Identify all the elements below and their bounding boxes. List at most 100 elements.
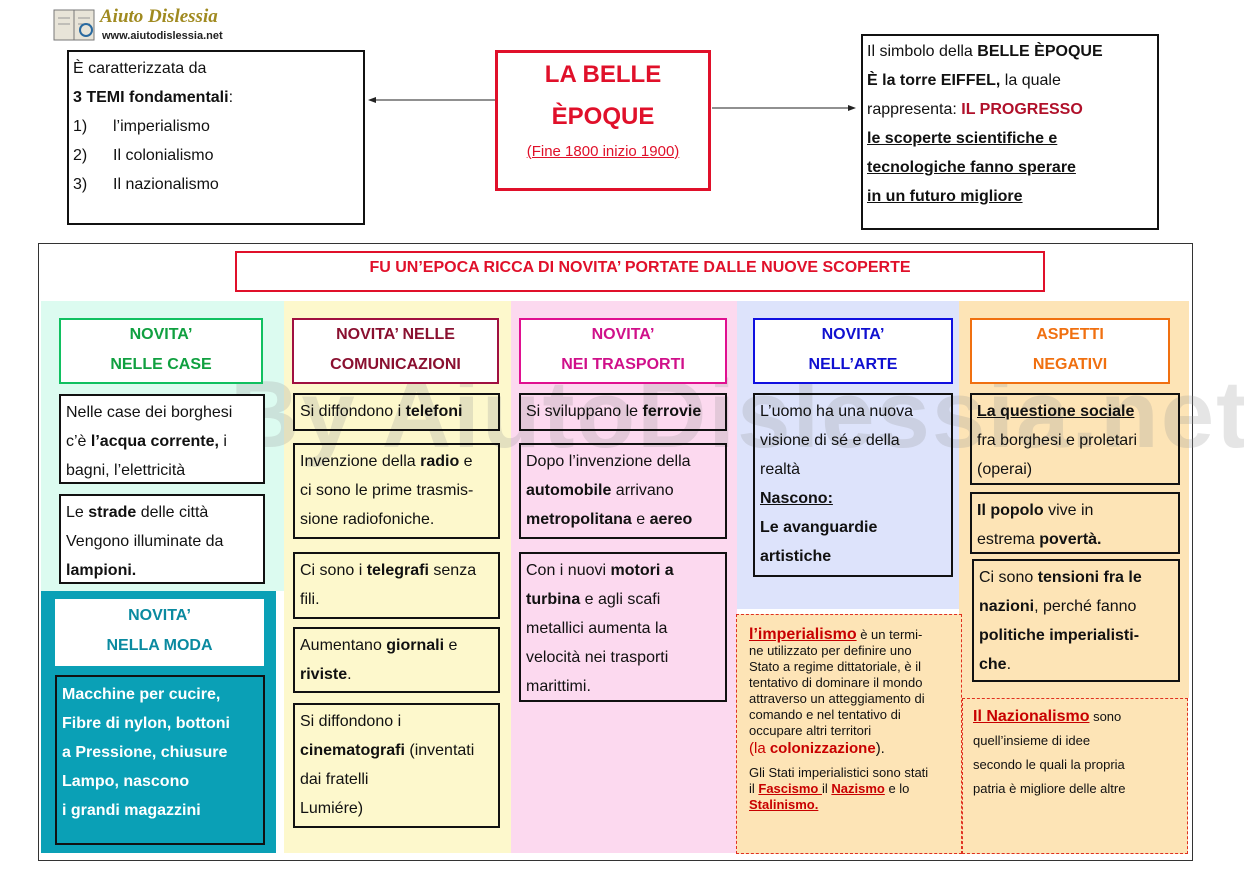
card-moda: Macchine per cucire, Fibre di nylon, bot…: [55, 675, 265, 845]
card-line: visione di sé e della: [760, 432, 900, 449]
card-line: politiche imperialisti-: [979, 627, 1140, 644]
themes-box: È caratterizzata da 3 TEMI fondamentali:…: [67, 50, 365, 225]
card-strade: Le strade delle città Vengono illuminate…: [59, 494, 265, 584]
note-line: Il Nazionalismo sono: [973, 708, 1122, 725]
card-line: turbina e agli scafi: [526, 591, 661, 608]
head-line: NOVITA’ NELLE: [336, 326, 455, 343]
head-line: NEGATIVI: [1032, 356, 1108, 373]
card-line: Il popolo vive in: [977, 502, 1094, 519]
card-line: bagni, l’elettricità: [66, 462, 186, 479]
logo-url: www.aiutodislessia.net: [102, 30, 223, 42]
note-line: Stalinismo.: [749, 797, 819, 812]
card-line: Le avanguardie: [760, 519, 878, 536]
symbol-box: Il simbolo della BELLE ÈPOQUE È la torre…: [861, 34, 1159, 230]
nazionalismo-note: Il Nazionalismo sono quell’insieme di id…: [962, 698, 1188, 854]
note-line: Gli Stati imperialistici sono stati: [749, 765, 929, 780]
main-frame: [38, 243, 1193, 861]
card-line: i grandi magazzini: [62, 802, 201, 819]
card-line: dai fratelli: [300, 771, 369, 788]
card-line: sione radiofoniche.: [300, 511, 435, 528]
theme-item: 3)Il nazionalismo: [73, 176, 219, 193]
banner: FU UN’EPOCA RICCA DI NOVITA’ PORTATE DAL…: [235, 251, 1045, 292]
note-line: (la colonizzazione).: [749, 740, 885, 757]
note-line: secondo le quali la propria: [973, 757, 1125, 772]
card-line: nazioni, perché fanno: [979, 598, 1137, 615]
card-line: che.: [979, 656, 1012, 673]
theme-item: 1)l’imperialismo: [73, 118, 210, 135]
card-line: Vengono illuminate da: [66, 533, 224, 550]
card-questione-sociale: La questione sociale fra borghesi e prol…: [970, 393, 1180, 485]
card-line: c’è l’acqua corrente, i: [66, 433, 227, 450]
card-line: Le strade delle città: [66, 504, 209, 521]
head-line: NOVITA’: [821, 326, 885, 343]
card-line: fili.: [300, 591, 320, 608]
head-line: COMUNICAZIONI: [330, 356, 461, 373]
card-avanguardie: L’uomo ha una nuova visione di sé e dell…: [753, 393, 953, 577]
card-line: realtà: [760, 461, 801, 478]
head-line: NELLA MODA: [106, 637, 213, 654]
card-line: fra borghesi e proletari: [977, 432, 1138, 449]
title-subtitle: (Fine 1800 inizio 1900): [526, 143, 680, 160]
head-comunicazioni: NOVITA’ NELLE COMUNICAZIONI: [292, 318, 499, 384]
card-line: metropolitana e aereo: [526, 511, 693, 528]
head-arte: NOVITA’ NELL’ARTE: [753, 318, 953, 384]
card-line: lampioni.: [66, 562, 137, 579]
head-line: NOVITA’: [129, 326, 193, 343]
card-line: Lampo, nascono: [62, 773, 190, 790]
card-automobile: Dopo l’invenzione della automobile arriv…: [519, 443, 727, 539]
note-line: attraverso un atteggiamento di: [749, 691, 925, 706]
card-cinematografi: Si diffondono i cinematografi (inventati…: [293, 703, 500, 828]
card-line: a Pressione, chiusure: [62, 744, 228, 761]
card-line: ci sono le prime trasmis-: [300, 482, 474, 499]
banner-text: FU UN’EPOCA RICCA DI NOVITA’ PORTATE DAL…: [369, 259, 911, 276]
card-line: estrema povertà.: [977, 531, 1102, 548]
card-radio: Invenzione della radio e ci sono le prim…: [293, 443, 500, 539]
head-line: NOVITA’: [591, 326, 655, 343]
note-line: comando e nel tentativo di: [749, 707, 901, 722]
card-line: cinematografi (inventati: [300, 742, 475, 759]
card-line: velocità nei trasporti: [526, 649, 669, 666]
symbol-line: rappresenta: IL PROGRESSO: [867, 101, 1083, 118]
note-line: il Fascismo il Nazismo e lo: [749, 781, 910, 796]
card-line: Si sviluppano le ferrovie: [526, 403, 702, 420]
symbol-line: in un futuro migliore: [867, 188, 1023, 205]
head-line: NELL’ARTE: [808, 356, 898, 373]
note-line: ne utilizzato per definire uno: [749, 643, 912, 658]
note-line: occupare altri territori: [749, 723, 872, 738]
card-line: L’uomo ha una nuova: [760, 403, 914, 420]
theme-item: 2)Il colonialismo: [73, 147, 214, 164]
note-line: Stato a regime dittatoriale, è il: [749, 659, 921, 674]
card-line: Dopo l’invenzione della: [526, 453, 691, 470]
card-line: Lumiére): [300, 800, 364, 817]
symbol-line: tecnologiche fanno sperare: [867, 159, 1076, 176]
head-line: NOVITA’: [128, 607, 191, 624]
card-ferrovie: Si sviluppano le ferrovie: [519, 393, 727, 431]
card-line: Con i nuovi motori a: [526, 562, 674, 579]
head-negativi: ASPETTI NEGATIVI: [970, 318, 1170, 384]
card-giornali: Aumentano giornali e riviste.: [293, 627, 500, 693]
card-tensioni: Ci sono tensioni fra le nazioni, perché …: [972, 559, 1180, 682]
symbol-line: le scoperte scientifiche e: [867, 130, 1058, 147]
note-line: tentativo di dominare il mondo: [749, 675, 923, 690]
card-line: Si diffondono i: [300, 713, 402, 730]
card-line: artistiche: [760, 548, 832, 565]
symbol-line: Il simbolo della BELLE ÈPOQUE: [867, 43, 1103, 60]
themes-intro: È caratterizzata da: [73, 60, 207, 77]
card-poverta: Il popolo vive in estrema povertà.: [970, 492, 1180, 554]
head-line: ASPETTI: [1036, 326, 1104, 343]
card-line: La questione sociale: [977, 403, 1135, 420]
title-line1: LA BELLE: [544, 61, 662, 88]
note-line: quell’insieme di idee: [973, 733, 1091, 748]
title-box: LA BELLE ÈPOQUE (Fine 1800 inizio 1900): [495, 50, 711, 191]
themes-heading: 3 TEMI fondamentali:: [73, 89, 234, 106]
card-line: Nascono:: [760, 490, 833, 507]
card-line: riviste.: [300, 666, 352, 683]
card-line: Ci sono tensioni fra le: [979, 569, 1142, 586]
head-moda: NOVITA’ NELLA MODA: [55, 599, 264, 666]
card-line: metallici aumenta la: [526, 620, 668, 637]
book-logo-icon: [53, 9, 95, 41]
logo: Aiuto Dislessia www.aiutodislessia.net: [52, 4, 252, 46]
card-acqua: Nelle case dei borghesi c’è l’acqua corr…: [59, 394, 265, 484]
head-trasporti: NOVITA’NEI TRASPORTI: [519, 318, 727, 384]
imperialismo-note: l’imperialismo è un termi- ne utilizzato…: [736, 614, 962, 854]
